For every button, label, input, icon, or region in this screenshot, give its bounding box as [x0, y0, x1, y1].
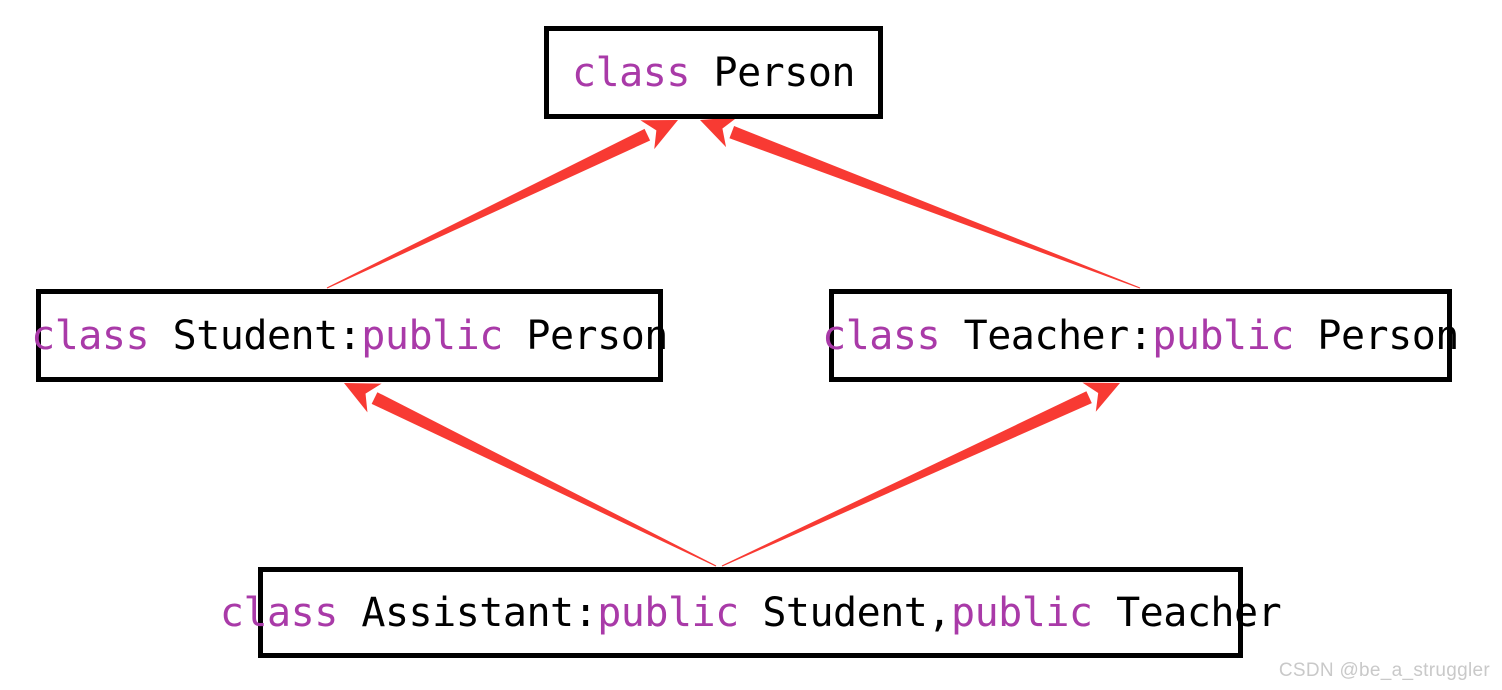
token-space	[1092, 590, 1116, 636]
token-identifier: Person	[526, 312, 668, 359]
arrow-shaft	[326, 128, 651, 289]
token-space	[503, 313, 527, 359]
token-space	[739, 590, 763, 636]
token-identifier: Student	[762, 589, 928, 636]
token-punct: :	[573, 589, 598, 636]
token-keyword: public	[950, 589, 1093, 636]
arrow-head	[1082, 382, 1120, 412]
token-space	[940, 313, 964, 359]
class-box-student[interactable]: class Student:public Person	[31, 289, 668, 382]
arrow-teacher-to-person	[700, 117, 1141, 289]
arrow-shaft	[371, 392, 717, 567]
arrow-head	[640, 120, 678, 150]
arrow-assistant-to-teacher	[721, 382, 1120, 567]
arrow-head	[700, 117, 738, 148]
token-keyword: public	[361, 312, 503, 359]
arrow-head	[344, 383, 382, 413]
token-punct: :	[337, 312, 362, 359]
token-punct: ,	[927, 589, 951, 636]
token-keyword: class	[571, 49, 690, 96]
token-punct: :	[1128, 312, 1153, 359]
class-box-assistant[interactable]: class Assistant:public Student,public Te…	[220, 567, 1282, 658]
token-identifier: Student	[172, 312, 339, 359]
token-identifier: Teacher	[1116, 589, 1282, 636]
token-space	[1294, 313, 1318, 359]
class-box-assistant-label: class Assistant:public Student,public Te…	[219, 589, 1282, 636]
token-space	[149, 313, 173, 359]
token-keyword: class	[822, 312, 941, 359]
token-identifier: Person	[713, 49, 856, 96]
token-identifier: Person	[1317, 312, 1459, 359]
class-box-teacher-label: class Teacher:public Person	[822, 316, 1459, 356]
token-keyword: public	[1152, 312, 1294, 359]
class-box-student-label: class Student:public Person	[31, 316, 668, 356]
csdn-watermark: CSDN @be_a_struggler	[1278, 660, 1490, 681]
token-identifier: Assistant	[361, 589, 574, 636]
arrow-student-to-person	[326, 120, 678, 289]
token-keyword: public	[597, 589, 739, 636]
arrow-shaft	[721, 391, 1092, 567]
token-keyword: class	[31, 312, 150, 359]
arrow-shaft	[729, 126, 1141, 289]
class-box-person-label: class Person	[571, 49, 856, 96]
token-keyword: class	[219, 589, 338, 636]
token-space	[338, 590, 362, 636]
class-box-person[interactable]: class Person	[544, 26, 883, 119]
token-identifier: Teacher	[963, 312, 1130, 359]
arrow-assistant-to-student	[344, 383, 717, 567]
token-space	[690, 50, 714, 96]
class-box-teacher[interactable]: class Teacher:public Person	[822, 289, 1459, 382]
